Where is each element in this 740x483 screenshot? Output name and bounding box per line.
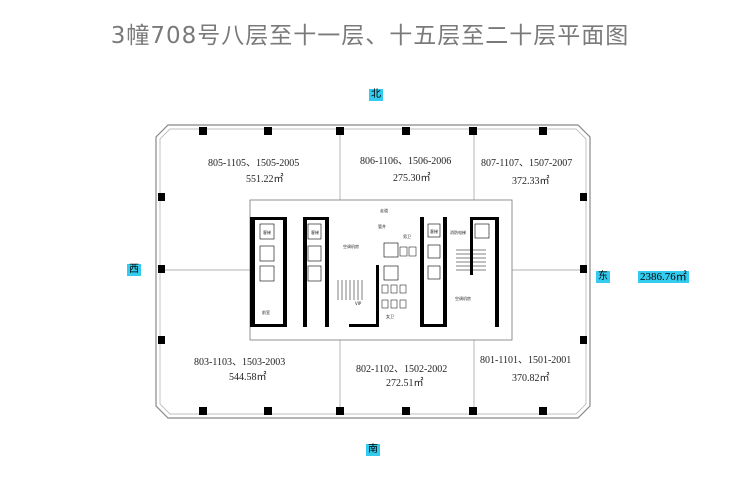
compass-west-label: 西 (127, 264, 141, 276)
ac-room-label-1: 空调机房 (343, 243, 359, 249)
building-inner-outline (159, 128, 587, 415)
elevator-label-1: 客梯 (263, 229, 271, 235)
vip-label: VIP (355, 301, 362, 306)
ac-room-label-2: 空调机房 (455, 295, 471, 301)
unit-803-number: 803-1103、1503-2003 (194, 357, 285, 368)
female-wc-label: 女卫 (386, 313, 394, 319)
unit-802-number: 802-1102、1502-2002 (356, 364, 447, 375)
page-title: 3幢708号八层至十一层、十五层至二十层平面图 (110, 23, 630, 49)
core-walls (250, 217, 499, 327)
fire-elevator-label: 消防电梯 (450, 229, 466, 235)
stairs (337, 249, 486, 300)
fire-room-label: 前室 (262, 309, 270, 315)
compass-east-label: 东 (596, 271, 610, 283)
partitions (165, 135, 580, 407)
unit-807-number: 807-1107、1507-2007 (481, 158, 572, 169)
elevator-label-3: 客梯 (430, 228, 438, 234)
corridor-label: 走道 (380, 207, 388, 213)
unit-803-area: 544.58㎡ (229, 371, 267, 383)
building-outline (155, 124, 591, 419)
unit-805-number: 805-1105、1505-2005 (208, 158, 299, 169)
male-wc-label: 男卫 (403, 234, 411, 239)
compass-south-label: 南 (366, 444, 380, 456)
toilet-fixtures (381, 246, 417, 309)
elevator-cars (259, 223, 490, 282)
total-area-label: 2386.76㎡ (638, 271, 689, 283)
unit-805-area: 551.22㎡ (246, 173, 284, 185)
unit-807-area: 372.33㎡ (512, 175, 550, 187)
pipe-well-label: 管井 (378, 223, 386, 229)
columns (158, 127, 587, 415)
unit-802-area: 272.51㎡ (386, 377, 424, 389)
unit-806-number: 806-1106、1506-2006 (360, 156, 451, 167)
unit-801-area: 370.82㎡ (512, 372, 550, 384)
compass-north-label: 北 (369, 89, 383, 101)
unit-801-number: 801-1101、1501-2001 (480, 355, 571, 366)
unit-806-area: 275.30㎡ (393, 172, 431, 184)
elevator-label-2: 客梯 (311, 229, 319, 235)
